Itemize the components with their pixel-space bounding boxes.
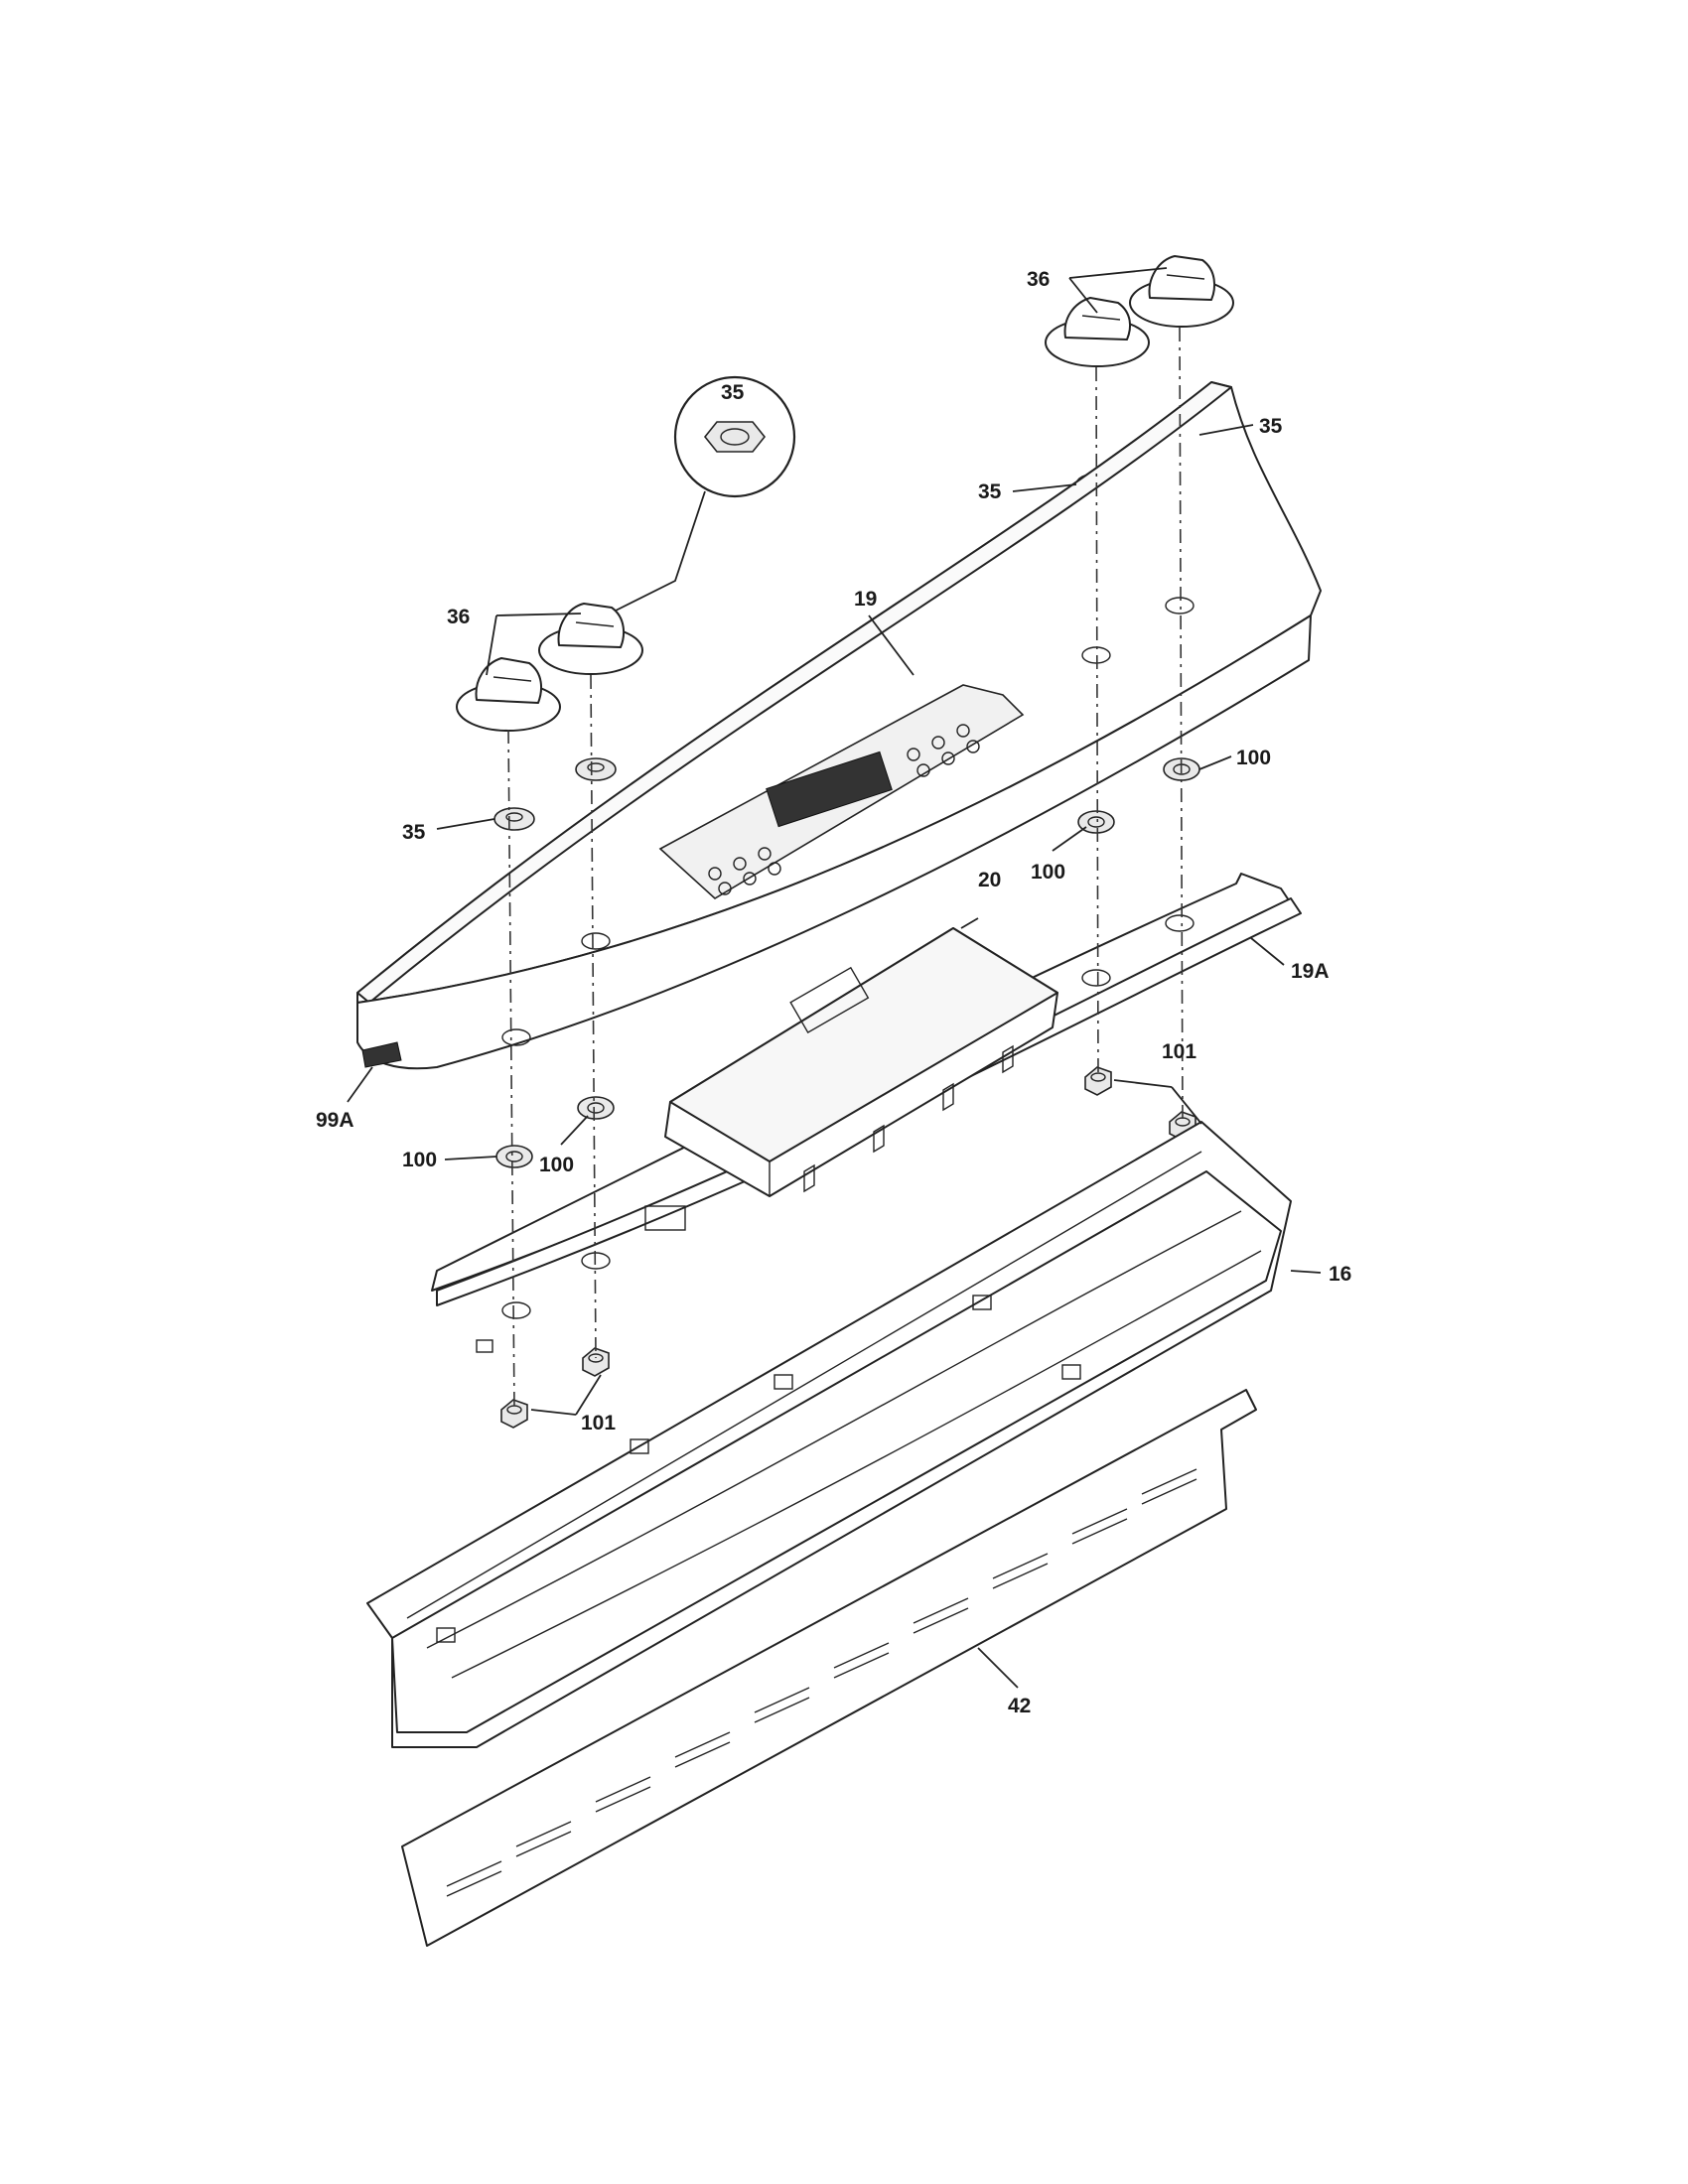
callout-42: 42 (1008, 1695, 1031, 1717)
callout-36-left: 36 (447, 606, 470, 628)
callout-100-left2: 100 (539, 1154, 574, 1176)
knob-36-top-right-a[interactable] (1045, 297, 1150, 367)
callout-35-circle: 35 (721, 381, 745, 404)
nut-101-left-a[interactable] (500, 1399, 528, 1429)
nut-100-left2[interactable] (577, 1096, 615, 1120)
callout-labels: 36 35 35 35 36 19 35 100 20 100 19A 101 … (316, 268, 1351, 1717)
nut-35-left[interactable] (493, 807, 535, 831)
callout-100-right: 100 (1236, 747, 1271, 769)
leader-lines (347, 267, 1285, 1416)
callout-36-top: 36 (1027, 268, 1050, 291)
vent-trim-42[interactable] (401, 1389, 1257, 1947)
detail-circle-35 (673, 375, 796, 498)
callout-101-left: 101 (581, 1412, 616, 1434)
control-panel-19[interactable] (356, 381, 1322, 1070)
callout-16: 16 (1329, 1263, 1351, 1286)
nut-100-mid[interactable] (1077, 810, 1115, 834)
ribbon-connector-99a[interactable] (361, 1041, 402, 1068)
nut-101-left-b[interactable] (582, 1347, 610, 1377)
nut-100-left[interactable] (495, 1145, 533, 1168)
knob-36-top-right-b[interactable] (1129, 255, 1234, 328)
nut-35-circle-target[interactable] (575, 757, 617, 781)
callout-100-left: 100 (402, 1149, 437, 1171)
callout-19a: 19A (1291, 960, 1330, 983)
backguard-frame-16[interactable] (366, 1121, 1292, 1748)
callout-99a: 99A (316, 1109, 354, 1132)
knob-36-left-a[interactable] (456, 657, 561, 732)
callout-19: 19 (854, 588, 877, 611)
display-window (766, 751, 893, 828)
nut-101-right-b[interactable] (1084, 1066, 1112, 1096)
callout-35-top-mid: 35 (978, 480, 1002, 503)
callout-20: 20 (978, 869, 1001, 891)
callout-35-top-right: 35 (1259, 415, 1283, 438)
callout-100-mid: 100 (1031, 861, 1065, 884)
callout-35-left: 35 (402, 821, 426, 844)
control-board-20[interactable] (664, 927, 1058, 1197)
assembly-lines (507, 327, 1184, 1411)
callout-101-right: 101 (1162, 1040, 1196, 1063)
